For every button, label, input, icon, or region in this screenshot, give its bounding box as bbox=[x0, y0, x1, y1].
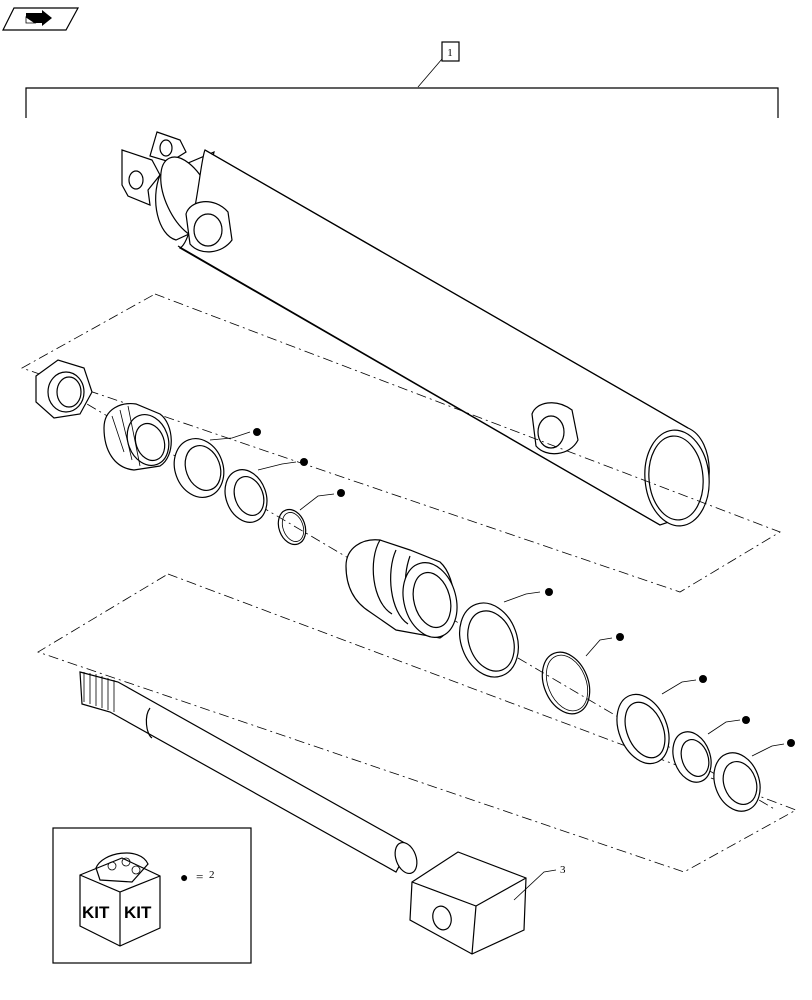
seal-ring-2 bbox=[224, 458, 308, 523]
callout-label-1: 1 bbox=[447, 47, 453, 59]
cylinder-barrel bbox=[121, 131, 710, 527]
kit-reference: 2 bbox=[209, 869, 215, 881]
rod-leader bbox=[513, 869, 557, 901]
wiper-ring bbox=[459, 588, 553, 678]
kit-label-right: KIT bbox=[124, 903, 152, 922]
seal-ring-5 bbox=[713, 739, 795, 812]
next-page-button[interactable] bbox=[2, 7, 80, 31]
rod-eye-block bbox=[409, 851, 527, 955]
kit-legend: KIT KIT ● = 2 bbox=[52, 827, 252, 964]
equals-symbol: = bbox=[196, 869, 203, 884]
kit-label-left: KIT bbox=[82, 903, 110, 922]
seal-ring-1 bbox=[173, 428, 261, 498]
o-ring-2 bbox=[541, 633, 624, 715]
barrel-alignment-envelope bbox=[21, 293, 781, 593]
piston-rod bbox=[79, 671, 418, 875]
bullet-symbol: ● bbox=[180, 871, 188, 886]
port-lower bbox=[531, 402, 579, 455]
assembly-callout: 1 bbox=[25, 41, 779, 118]
next-page-arrow-icon bbox=[25, 10, 52, 26]
rod-alignment-envelope bbox=[37, 573, 797, 873]
piston bbox=[103, 403, 172, 471]
port-upper bbox=[185, 201, 233, 253]
kit-box-icon: KIT KIT bbox=[79, 852, 161, 947]
seal-ring-3 bbox=[616, 675, 707, 765]
hex-nut bbox=[35, 359, 93, 419]
callout-label-3: 3 bbox=[560, 864, 566, 876]
assembly-bracket bbox=[25, 87, 779, 118]
o-ring-1 bbox=[277, 489, 345, 546]
callout-box-1 bbox=[441, 41, 460, 62]
seal-ring-4 bbox=[672, 716, 750, 783]
gland-head bbox=[345, 539, 458, 639]
